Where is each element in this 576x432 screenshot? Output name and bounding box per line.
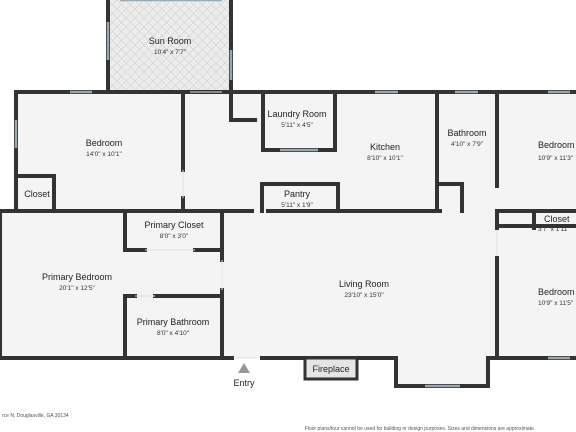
kitchen-name: Kitchen xyxy=(370,142,400,152)
entry-label: Entry xyxy=(233,378,255,388)
bedroom-right-top-dim: 10'9" x 11'3" xyxy=(538,155,574,162)
windows xyxy=(14,0,570,388)
fireplace-label: Fireplace xyxy=(312,364,349,374)
kitchen-dim: 8'10" x 10'1" xyxy=(367,155,403,162)
primary-bedroom-name: Primary Bedroom xyxy=(42,272,112,282)
primary-bathroom-dim: 8'0" x 4'10" xyxy=(157,330,190,337)
entry-marker: Entry xyxy=(233,363,255,388)
living-room-name: Living Room xyxy=(339,279,389,289)
laundry-room-name: Laundry Room xyxy=(267,109,326,119)
pantry-name: Pantry xyxy=(284,189,311,199)
fireplace: Fireplace xyxy=(303,356,359,381)
closet-right-dim: 3'7" x 1'11" xyxy=(538,226,570,233)
bedroom-right-bottom-dim: 10'9" x 11'5" xyxy=(538,300,574,307)
primary-closet-dim: 8'0" x 3'0" xyxy=(160,233,189,240)
living-room-dim: 23'10" x 15'0" xyxy=(344,292,384,299)
closet-right-name: Closet xyxy=(544,214,570,224)
laundry-room-dim: 5'11" x 4'5" xyxy=(281,122,313,129)
footer-disclaimer: Floor plans/tour cannot be used for buil… xyxy=(305,426,535,432)
pantry-dim: 5'11" x 1'9" xyxy=(281,202,313,209)
entry-arrow-icon xyxy=(238,363,250,373)
bedroom-left-name: Bedroom xyxy=(86,138,123,148)
primary-closet-name: Primary Closet xyxy=(144,220,204,230)
closet-left-name: Closet xyxy=(24,189,50,199)
footer-address: rce N, Douglasville, GA 30134 xyxy=(2,413,69,419)
sun-room-dim: 10'4" x 7'7" xyxy=(154,49,187,56)
footer: rce N, Douglasville, GA 30134 Floor plan… xyxy=(2,413,535,432)
bedroom-left-dim: 14'0" x 10'1" xyxy=(86,151,122,158)
primary-bathroom-name: Primary Bathroom xyxy=(137,317,210,327)
room-labels: Sun Room 10'4" x 7'7" Laundry Room 5'11"… xyxy=(24,36,574,337)
bedroom-right-bottom-name: Bedroom xyxy=(538,287,575,297)
primary-bedroom-dim: 20'1" x 12'5" xyxy=(59,285,95,292)
bathroom-dim: 4'10" x 7'9" xyxy=(451,141,484,148)
bathroom-name: Bathroom xyxy=(447,128,486,138)
door-openings xyxy=(135,91,498,359)
bedroom-right-top-name: Bedroom xyxy=(538,140,575,150)
sun-room-name: Sun Room xyxy=(149,36,192,46)
